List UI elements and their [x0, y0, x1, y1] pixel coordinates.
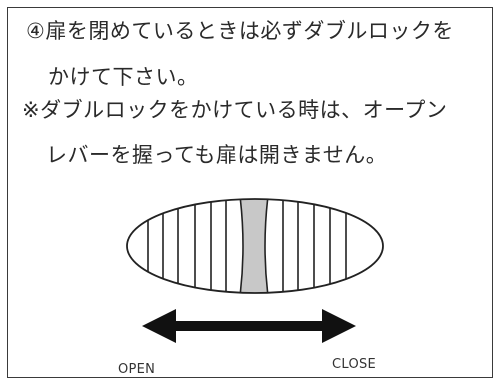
notice-frame [7, 7, 493, 378]
notice-line-1: ④扉を閉めているときは必ずダブルロックを [26, 19, 454, 43]
grip-center-band [240, 199, 268, 293]
notice-line-2: かけて下さい。 [48, 65, 199, 89]
open-close-arrow-icon [142, 309, 356, 343]
notice-line-4: レバーを握っても扉は開きません。 [46, 143, 388, 167]
notice-line-3: ※ダブルロックをかけている時は、オープン [22, 98, 448, 122]
close-label: CLOSE [332, 357, 377, 372]
open-label: OPEN [118, 362, 156, 377]
lever-grip-icon [126, 198, 384, 294]
